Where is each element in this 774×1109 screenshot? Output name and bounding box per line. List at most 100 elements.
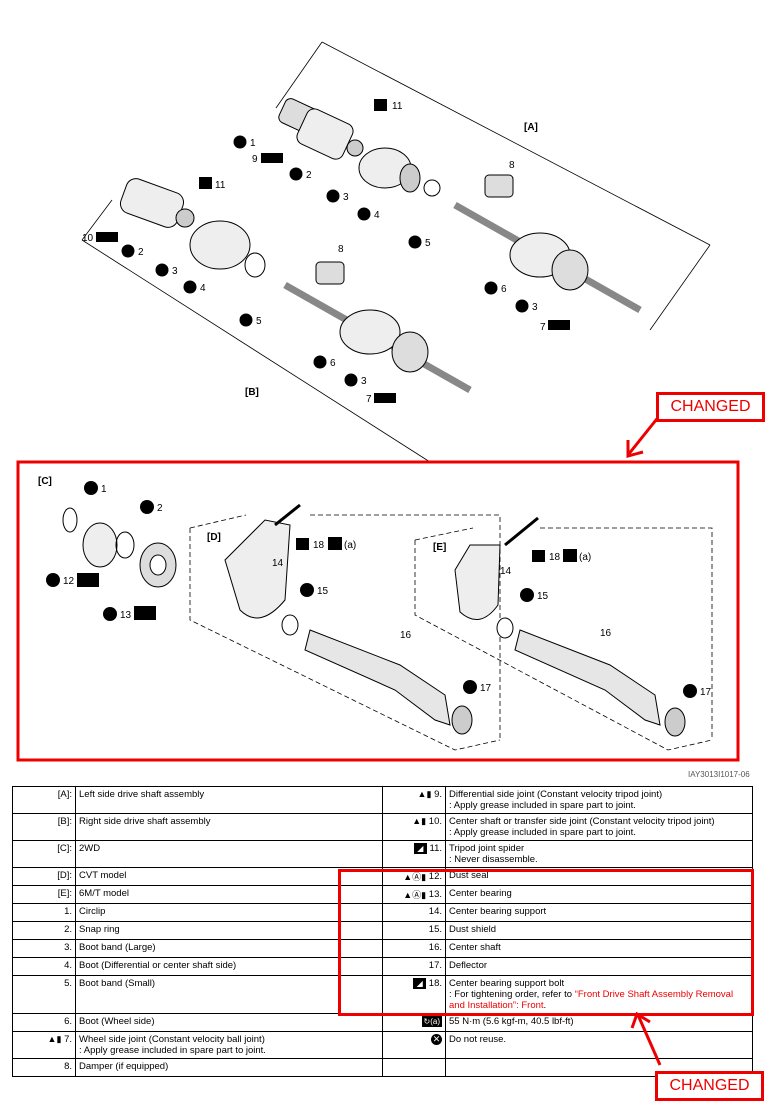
legend-right-text: Do not reuse.	[445, 1031, 753, 1059]
svg-text:11: 11	[215, 180, 226, 191]
legend-row: [B]:Right side drive shaft assembly▲▮ 10…	[12, 813, 753, 841]
svg-text:5: 5	[425, 238, 431, 249]
svg-text:16: 16	[600, 628, 612, 639]
svg-text:15: 15	[317, 586, 329, 597]
legend-left-text: Wheel side joint (Constant velocity ball…	[75, 1031, 383, 1059]
svg-text:3: 3	[361, 376, 367, 387]
svg-text:13: 13	[120, 610, 132, 621]
legend-left-text: Boot (Wheel side)	[75, 1013, 383, 1032]
changed-arrow-top	[626, 414, 662, 458]
legend-right-key: ✕	[382, 1031, 446, 1059]
section-d-parts	[224, 503, 473, 735]
torque-icon: ↻(a)	[421, 1016, 442, 1027]
legend-right-text: Center shaft or transfer side joint (Con…	[445, 813, 753, 841]
section-e-frame	[414, 527, 713, 751]
no-disassemble-icon: ◢	[413, 843, 427, 854]
legend-right-key: ◢ 18.	[382, 975, 446, 1014]
legend-left-text: 6M/T model	[75, 885, 383, 904]
legend-row: ▲▮ 7.Wheel side joint (Constant velocity…	[12, 1031, 753, 1059]
section-c-callouts: 1 2 12 13	[46, 481, 163, 621]
do-not-reuse-icon: ✕	[431, 1034, 442, 1045]
svg-text:7: 7	[366, 394, 372, 405]
section-c-label: [C]	[38, 476, 52, 487]
svg-text:18: 18	[313, 540, 325, 551]
svg-text:3: 3	[172, 266, 178, 277]
assembly-a-frame	[275, 41, 711, 331]
section-d-label: [D]	[207, 532, 221, 543]
reference-link[interactable]: “Front Drive Shaft Assembly Removal and …	[449, 989, 734, 1011]
legend-left-key: [E]:	[12, 885, 76, 904]
svg-text:17: 17	[700, 687, 712, 698]
svg-text:17: 17	[480, 683, 492, 694]
legend-left-key: [C]:	[12, 840, 76, 868]
grease-a-icon: ▲Ⓐ▮	[403, 872, 427, 882]
legend-left-key: 6.	[12, 1013, 76, 1032]
legend-left-key: 4.	[12, 957, 76, 976]
section-a-label: [A]	[524, 122, 538, 133]
legend-left-text: 2WD	[75, 840, 383, 868]
legend-left-key: 8.	[12, 1058, 76, 1077]
legend-left-text: Boot (Differential or center shaft side)	[75, 957, 383, 976]
svg-text:2: 2	[306, 170, 312, 181]
svg-text:8: 8	[509, 160, 515, 171]
legend-right-key: ▲▮ 9.	[382, 786, 446, 814]
svg-text:(a): (a)	[344, 540, 356, 551]
svg-text:4: 4	[374, 210, 380, 221]
svg-text:5: 5	[256, 316, 262, 327]
svg-text:1: 1	[250, 138, 256, 149]
legend-left-text: CVT model	[75, 867, 383, 886]
assembly-b-frame	[81, 199, 431, 463]
svg-text:3: 3	[532, 302, 538, 313]
legend-left-text: Left side drive shaft assembly	[75, 786, 383, 814]
drive-shaft-exploded-diagram: [A] [B] 1 2 9 11 3 4 5 8 6 3 7 11	[16, 41, 740, 762]
legend-row: [E]:6M/T model▲Ⓐ▮ 13.Center bearing	[12, 885, 753, 904]
svg-text:(a): (a)	[579, 552, 591, 563]
changed-label-top: CHANGED	[656, 392, 765, 422]
grease-icon: ▲▮	[417, 789, 432, 799]
svg-text:6: 6	[501, 284, 507, 295]
legend-left-key: ▲▮ 7.	[12, 1031, 76, 1059]
section-e-callouts: 18 (a) 14 15 16 17	[500, 549, 712, 698]
svg-text:6: 6	[330, 358, 336, 369]
svg-text:9: 9	[252, 154, 258, 165]
svg-text:16: 16	[400, 630, 412, 641]
svg-text:11: 11	[392, 101, 403, 112]
legend-right-text: Center bearing support bolt: For tighten…	[445, 975, 753, 1014]
grease-icon: ▲▮	[47, 1034, 62, 1044]
legend-left-text: Boot band (Large)	[75, 939, 383, 958]
legend-right-key: ↻(a)	[382, 1013, 446, 1032]
figure-code: IAY3013I1017-06	[688, 770, 750, 779]
shaft-b-parts	[119, 178, 472, 394]
legend-left-text: Snap ring	[75, 921, 383, 940]
section-d-frame	[189, 514, 501, 751]
svg-text:15: 15	[537, 591, 549, 602]
svg-text:2: 2	[138, 247, 144, 258]
legend-left-key: 2.	[12, 921, 76, 940]
svg-text:4: 4	[200, 283, 206, 294]
legend-right-key	[382, 1058, 446, 1077]
shaft-a-parts	[278, 98, 642, 314]
legend-left-text: Circlip	[75, 903, 383, 922]
section-b-label: [B]	[245, 387, 259, 398]
svg-text:10: 10	[82, 233, 94, 244]
legend-row: [A]:Left side drive shaft assembly▲▮ 9.D…	[12, 786, 753, 814]
legend-right-text: Tripod joint spider: Never disassemble.	[445, 840, 753, 868]
no-disassemble-icon: ◢	[413, 978, 427, 989]
top-callouts: 1 2 9 11 3 4 5 8 6 3 7 11 10 2 3 4 8 5 6…	[82, 99, 570, 405]
svg-text:2: 2	[157, 503, 163, 514]
changed-arrow-bottom	[630, 1011, 662, 1066]
section-c-parts	[62, 507, 177, 588]
changed-label-bottom: CHANGED	[655, 1071, 764, 1101]
svg-text:3: 3	[343, 192, 349, 203]
svg-text:14: 14	[500, 566, 512, 577]
legend-left-key: [D]:	[12, 867, 76, 886]
legend-row: [C]:2WD◢ 11.Tripod joint spider: Never d…	[12, 840, 753, 868]
svg-text:7: 7	[540, 322, 546, 333]
legend-row: 6.Boot (Wheel side)↻(a) 55 N·m (5.6 kgf-…	[12, 1013, 753, 1032]
legend-left-key: 3.	[12, 939, 76, 958]
legend-left-key: [B]:	[12, 813, 76, 841]
legend-left-text: Right side drive shaft assembly	[75, 813, 383, 841]
changed-highlight-frame	[16, 460, 740, 762]
svg-text:18: 18	[549, 552, 561, 563]
legend-right-text: Differential side joint (Constant veloci…	[445, 786, 753, 814]
